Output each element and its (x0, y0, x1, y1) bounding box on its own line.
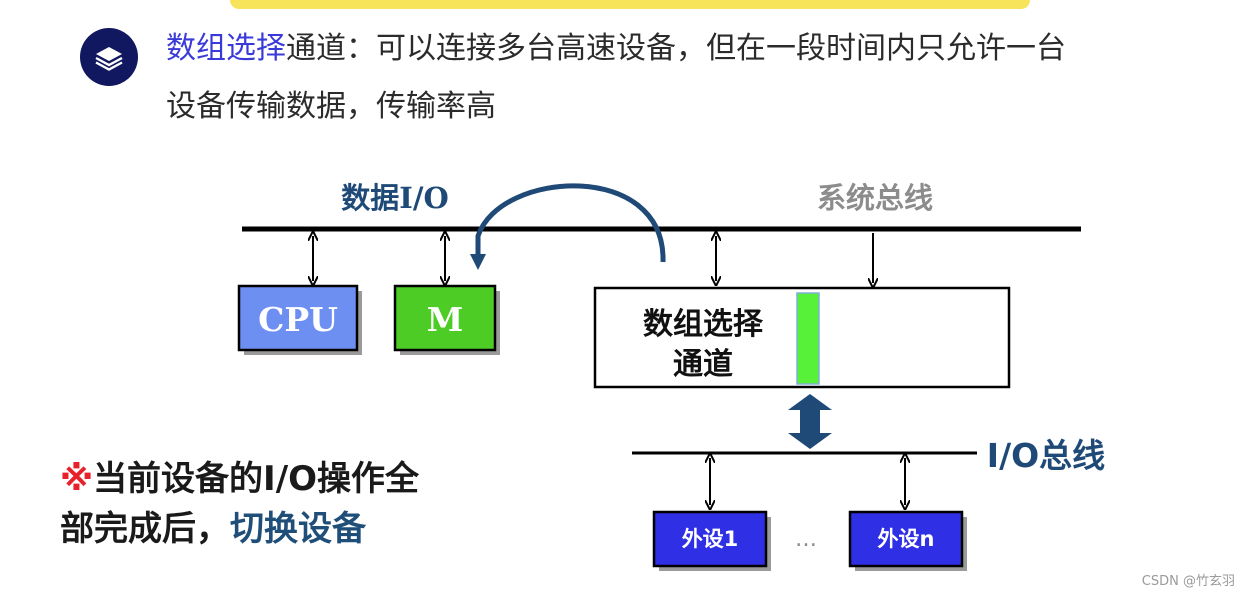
note-text: ※当前设备的I/O操作全部完成后，切换设备 (60, 454, 440, 554)
device1-block: 外设1 (652, 510, 771, 571)
layers-icon-badge (80, 28, 138, 86)
system-bus-label: 系统总线 (817, 181, 933, 215)
cpu-label: CPU (258, 300, 338, 339)
intro-line2: 设备传输数据，传输率高 (166, 89, 496, 124)
intro-line1: 通道：可以连接多台高速设备，但在一段时间内只允许一台 (286, 31, 1066, 66)
data-io-label: 数据I/O (341, 181, 448, 215)
note-mark: ※ (60, 459, 94, 499)
watermark: CSDN @竹玄羽 (1141, 574, 1235, 589)
selector-channel-block: 数组选择 通道 (593, 286, 1011, 389)
top-accent-bar (230, 0, 1030, 9)
data-io-curved-arrow (470, 183, 666, 270)
channel-label-line1: 数组选择 (643, 307, 764, 342)
channel-io-double-arrow (788, 394, 832, 449)
device-ellipsis: … (795, 527, 817, 552)
note-accent: 切换设备 (230, 509, 366, 549)
memory-block: M (393, 284, 500, 355)
memory-label: M (427, 300, 464, 339)
devicen-block: 外设n (848, 510, 967, 571)
channel-label-line2: 通道 (673, 347, 733, 382)
devicen-label: 外设n (878, 527, 935, 551)
cpu-block: CPU (237, 284, 362, 355)
io-bus-label: I/O总线 (987, 436, 1105, 475)
intro-text: 数组选择通道：可以连接多台高速设备，但在一段时间内只允许一台设备传输数据，传输率… (166, 20, 1226, 136)
layers-icon (95, 47, 123, 71)
channel-active-bar (796, 292, 820, 385)
device1-label: 外设1 (682, 527, 739, 551)
note-body: 当前设备的I/O操作全部完成后， (60, 459, 420, 549)
intro-highlight: 数组选择 (166, 31, 286, 66)
